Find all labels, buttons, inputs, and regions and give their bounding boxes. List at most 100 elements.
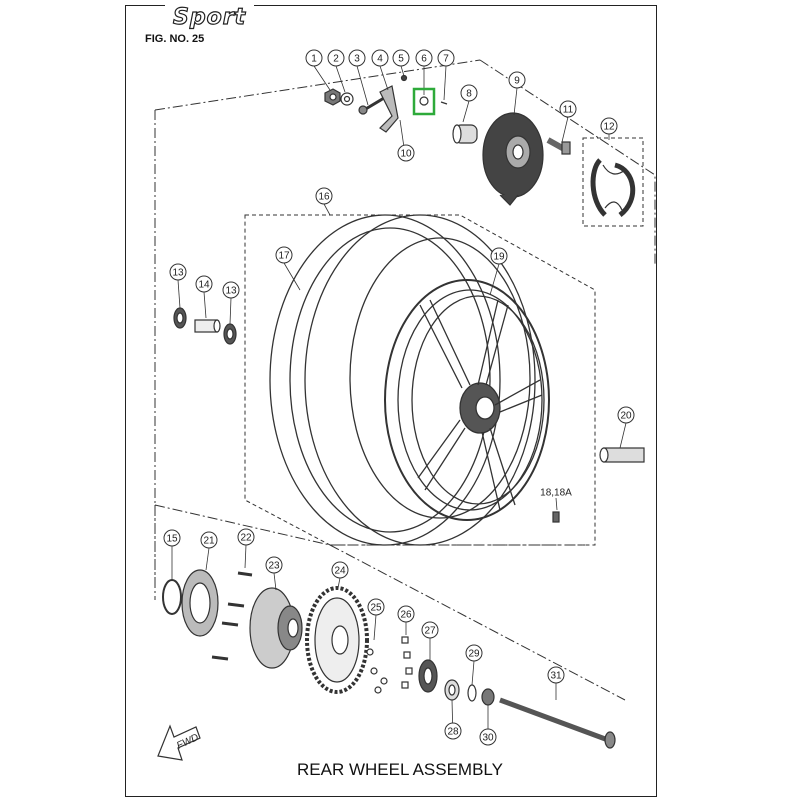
callout-bubble <box>200 531 218 549</box>
valve-part <box>552 511 560 523</box>
callout-leader-line <box>335 65 346 93</box>
callout-26: 26 <box>397 605 415 635</box>
callout-label: 8 <box>466 89 472 100</box>
callout-5: 5 <box>392 49 410 77</box>
callout-leader-line <box>313 65 331 91</box>
callout-bubble <box>331 561 349 579</box>
callout-bubble <box>547 666 565 684</box>
callout-label: 22 <box>240 533 252 544</box>
callout-label: 30 <box>482 733 494 744</box>
callout-leader-line <box>555 497 558 511</box>
bearing-right-part <box>223 323 237 345</box>
callout-bubble <box>169 263 187 281</box>
callout-31: 31 <box>547 666 565 700</box>
callout-leader-line <box>177 279 181 309</box>
callout-label: 9 <box>514 76 520 87</box>
callout-label: 27 <box>424 626 436 637</box>
callout-28: 28 <box>444 699 462 740</box>
callout-label: 3 <box>354 54 360 65</box>
fwd-arrow-icon: FWD <box>157 724 201 761</box>
callout-label: 16 <box>318 192 330 203</box>
callout-10: 10 <box>397 119 415 162</box>
callout-bubble <box>444 722 462 740</box>
callout-14: 14 <box>195 275 213 319</box>
callout-leader-line <box>323 203 331 216</box>
callout-leader-line <box>203 291 207 319</box>
callout-leader-line <box>244 544 247 569</box>
callout-label: 31 <box>550 671 562 682</box>
callout-bubble <box>508 71 526 89</box>
brake-shoe-box <box>582 137 644 227</box>
diagram-caption: REAR WHEEL ASSEMBLY <box>297 760 503 779</box>
axle-part <box>499 697 616 749</box>
callout-13: 13 <box>169 263 187 309</box>
callout-9: 9 <box>508 71 526 116</box>
callout-leader-line <box>489 263 500 296</box>
callout-label: 18,18A <box>540 488 572 499</box>
callout-bubble <box>305 49 323 67</box>
axle-nut-part <box>481 688 495 706</box>
callout-label: 25 <box>370 603 382 614</box>
callout-22: 22 <box>237 528 255 569</box>
callout-21: 21 <box>200 531 218 571</box>
callout-bubble <box>437 49 455 67</box>
callout-label: 4 <box>377 54 383 65</box>
callout-25: 25 <box>367 598 385 641</box>
callout-bubble <box>421 621 439 639</box>
assembly-outline-upper <box>154 59 656 600</box>
callout-leader-line <box>513 87 518 116</box>
callout-leader-line <box>471 660 475 686</box>
callout-leader-line <box>273 572 277 591</box>
callout-19: 19 <box>489 247 508 296</box>
callout-7: 7 <box>437 49 455 101</box>
callout-leader-line <box>373 614 377 641</box>
callout-bubble <box>479 728 497 746</box>
callout-bubble <box>415 49 433 67</box>
axle-sleeve-part <box>599 447 645 463</box>
brand-logo: Sport <box>165 4 255 31</box>
callout-label: 19 <box>493 252 505 263</box>
callout-1: 1 <box>305 49 331 91</box>
callout-bubble <box>397 144 415 162</box>
washer-part <box>340 92 354 106</box>
spacer-part <box>452 124 478 144</box>
callout-label: 26 <box>400 610 412 621</box>
o-ring-part <box>162 579 182 615</box>
callout-label: 10 <box>400 149 412 160</box>
callout-20: 20 <box>617 406 635 449</box>
callout-label: 5 <box>398 54 404 65</box>
callout-leader-line <box>283 262 301 291</box>
callout-3: 3 <box>348 49 369 106</box>
callout-15: 15 <box>163 529 181 580</box>
callout-27: 27 <box>421 621 439 660</box>
hub-damper-part <box>181 569 219 637</box>
callout-leader-line <box>229 297 232 325</box>
callout-bubble <box>315 187 333 205</box>
callout-17: 17 <box>275 246 301 291</box>
callout-leader-line <box>561 116 569 143</box>
callout-13: 13 <box>222 281 240 325</box>
callout-leader-line <box>356 65 369 106</box>
washer-lower-part <box>467 684 477 702</box>
callout-bubble <box>265 556 283 574</box>
hub-bearing-part <box>418 659 438 693</box>
sprocket-hub-part <box>249 587 303 669</box>
brake-shoe-part <box>590 158 636 217</box>
callout-bubble <box>397 605 415 623</box>
callout-label: 15 <box>166 534 178 545</box>
callout-12: 12 <box>600 117 618 140</box>
callout-bubble <box>275 246 293 264</box>
spacer-ring-part <box>444 679 460 701</box>
callout-bubble <box>617 406 635 424</box>
callout-label: 1 <box>311 54 317 65</box>
callout-label: 12 <box>603 122 615 133</box>
sprocket-bolts-part <box>211 571 253 661</box>
callout-leader-line <box>619 422 627 449</box>
tyre-group-outline <box>244 214 596 546</box>
bolt-part <box>358 96 385 115</box>
callout-29: 29 <box>465 644 483 686</box>
callout-leader-line <box>400 65 405 77</box>
ring-part <box>419 96 429 106</box>
callout-label: 20 <box>620 411 632 422</box>
